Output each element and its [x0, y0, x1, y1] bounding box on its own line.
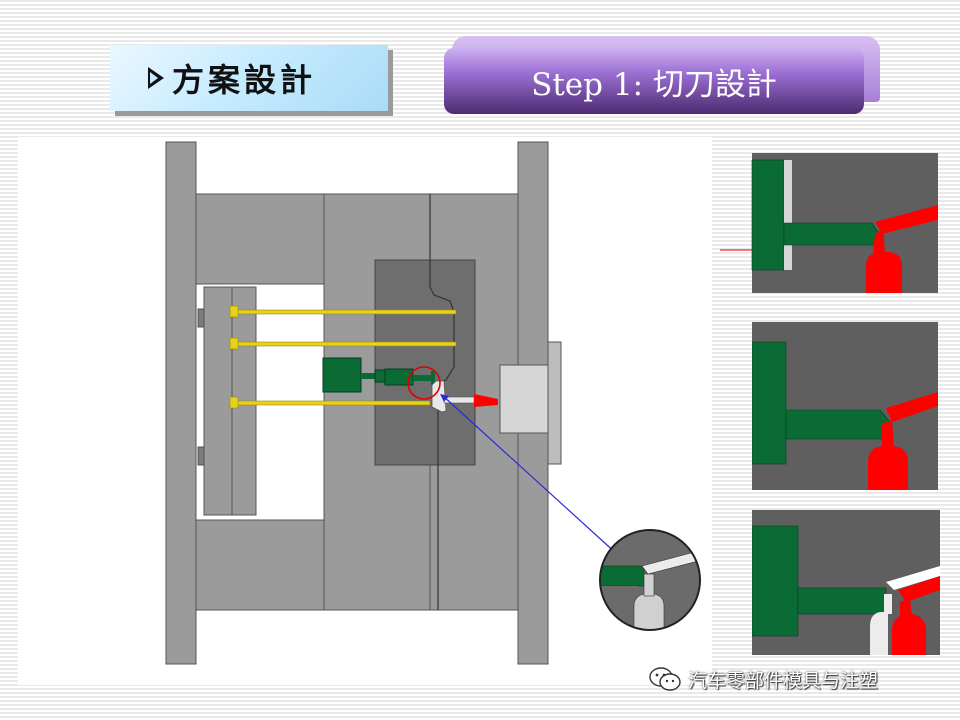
detail-2-runner: [886, 392, 938, 422]
detail-3-gate: [892, 614, 926, 655]
detail-1-guide: [784, 160, 792, 270]
magnified-detail: [599, 529, 701, 631]
ejector-pin-3: [233, 400, 431, 406]
watermark-text: 汽车零部件模具与注塑: [688, 669, 879, 692]
cutter-blade: [413, 375, 433, 381]
detail-2-gate: [868, 446, 908, 490]
wechat-icon: [649, 667, 681, 691]
detail-1-runner: [875, 205, 938, 234]
ejector-pin-2-head: [229, 337, 239, 350]
ejector-retainer-plate: [203, 286, 233, 516]
locating-ring: [547, 341, 562, 465]
detail-1-arm: [783, 222, 879, 246]
ejector-pin-1-head: [229, 305, 239, 318]
detail-3-runner-red: [898, 576, 940, 602]
cutter-cylinder: [322, 357, 362, 393]
detail-view-1-panel: [720, 153, 938, 293]
detail-view-3-panel: [752, 510, 940, 655]
magnified-part: [633, 593, 665, 630]
magnified-cutter: [600, 565, 645, 587]
detail-view-2-panel: [752, 322, 938, 490]
step-banner-front: Step 1: 切刀設計: [444, 48, 864, 114]
ejector-pin-1: [233, 309, 457, 315]
cutter-rod: [361, 373, 379, 379]
ejector-pin-2: [233, 341, 457, 347]
step-banner: Step 1: 切刀設計: [444, 36, 880, 114]
detail-highlight-circle: [407, 366, 441, 400]
watermark: 汽车零部件模具与注塑: [648, 664, 878, 694]
mold-insert: [374, 259, 476, 466]
ejector-pin-3-head: [229, 396, 239, 409]
detail-2-arm: [785, 409, 891, 440]
ejector-pins: [229, 305, 457, 409]
callout-arrowhead: [440, 394, 449, 402]
step-title: Step 1: 切刀設計: [531, 66, 777, 103]
detail-3-part-white: [870, 612, 888, 655]
molded-part: [431, 380, 447, 413]
detail-3-arm: [797, 587, 887, 615]
left-clamp-plate: [165, 141, 197, 665]
mold-diagram-panel: [18, 137, 712, 685]
section-title-box: 方案設計: [110, 45, 388, 111]
sprue-red: [474, 394, 498, 407]
magnified-runner: [641, 549, 700, 575]
guide-stub-lower: [197, 446, 205, 466]
mold-diagram: [165, 141, 619, 665]
callout-line: [441, 394, 619, 556]
runner: [443, 396, 475, 404]
detail-3-cutter: [752, 525, 799, 637]
detail-2-cutter: [752, 341, 787, 465]
upper-support-block: [195, 193, 325, 285]
detail-1-gate: [866, 252, 902, 293]
lower-support-block: [195, 519, 325, 611]
detail-3-runner-white: [886, 566, 940, 590]
section-title: 方案設計: [172, 61, 317, 99]
detail-1-cutter: [751, 159, 785, 271]
cutter-joint: [374, 369, 386, 383]
arrowhead-bullet-icon: [148, 67, 164, 89]
guide-stub-upper: [197, 308, 205, 328]
cutter-tip: [431, 371, 435, 385]
